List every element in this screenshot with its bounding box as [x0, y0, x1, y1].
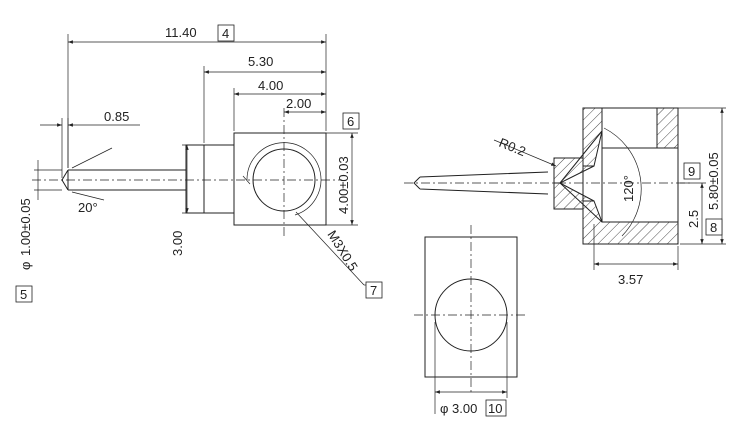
- thread-label: M3X0.5: [324, 228, 360, 274]
- side-view: 11.40 4 5.30 4.00 2.00 6 4.00±0.03 0.85 …: [15, 24, 383, 303]
- dim-4-00: 4.00: [258, 78, 283, 93]
- thread-minor-circle: [252, 148, 316, 212]
- section-outline: [582, 107, 679, 245]
- section-view: R0.2 120° 3.57 2.5 5.80±0.05 9 8: [404, 107, 726, 287]
- dim-2-00: 2.00: [286, 96, 311, 111]
- dim-4-00-tol: 4.00±0.03: [336, 156, 351, 214]
- dim-5-80: 5.80±0.05: [706, 152, 721, 210]
- diameter-symbol: φ: [18, 262, 33, 270]
- callout-box-6: [342, 112, 360, 130]
- fillet-leader: [493, 139, 557, 167]
- dim-r0-2: R0.2: [497, 135, 528, 159]
- section-hatch-left: [582, 107, 603, 167]
- callout-8: 8: [710, 220, 717, 235]
- angle-leader-top: [71, 147, 113, 169]
- diameter-symbol-bore: φ: [440, 401, 448, 416]
- section-shank: [413, 171, 549, 195]
- dim-3-57: 3.57: [618, 272, 643, 287]
- callout-box-4: [217, 24, 235, 42]
- dim-3-00: 3.00: [170, 231, 185, 256]
- thread-major-arc: [246, 142, 322, 216]
- callout-9: 9: [688, 164, 695, 179]
- end-view: φ 3.00 10: [414, 225, 528, 417]
- drill-point: [559, 130, 603, 223]
- dim-5-30: 5.30: [248, 54, 273, 69]
- thread-leader: [295, 211, 365, 286]
- angle-leader-bottom: [71, 191, 105, 201]
- dim-11-40: 11.40: [165, 25, 197, 40]
- callout-box-8: [705, 218, 723, 236]
- callout-4: 4: [222, 26, 229, 41]
- dim-shank-diameter: 1.00±0.05: [18, 198, 33, 256]
- shank-outline: [61, 169, 186, 191]
- section-hatch-right: [656, 107, 679, 149]
- callout-box-10: [485, 399, 507, 417]
- collar: [185, 144, 205, 214]
- callout-box-9: [683, 162, 701, 180]
- thread-arc-tick: [242, 175, 251, 185]
- dim-20-deg: 20°: [78, 200, 98, 215]
- callout-5: 5: [20, 287, 27, 302]
- dim-120-deg: 120°: [621, 175, 636, 202]
- angle-arc-120: [603, 127, 642, 237]
- callout-7: 7: [370, 283, 377, 298]
- callout-10: 10: [488, 401, 502, 416]
- head-block: [233, 132, 327, 226]
- dim-0-85: 0.85: [104, 109, 129, 124]
- dim-2-5: 2.5: [686, 210, 701, 228]
- callout-box-5: [15, 285, 33, 303]
- dim-bore-diameter: 3.00: [452, 401, 477, 416]
- callout-6: 6: [347, 114, 354, 129]
- callout-box-7: [365, 281, 383, 299]
- head-step: [203, 144, 235, 214]
